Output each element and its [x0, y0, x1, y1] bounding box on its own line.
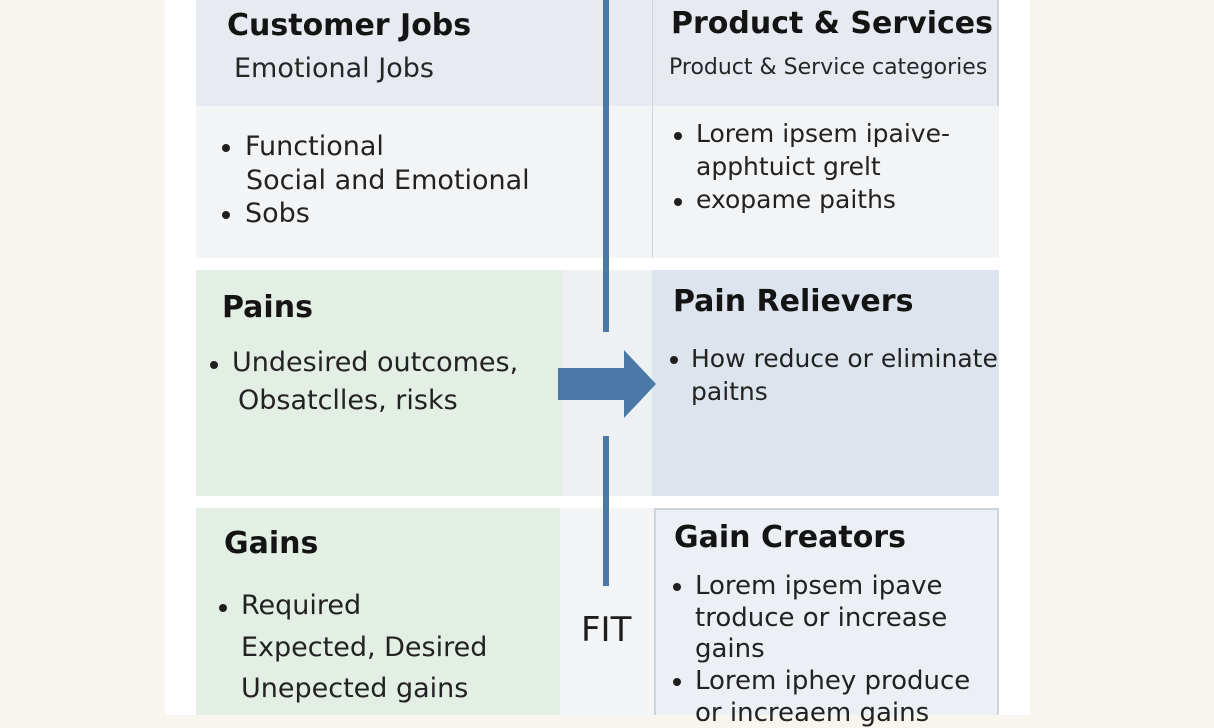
gains-item: Unepected gains — [241, 673, 469, 704]
gain-creators-title: Gain Creators — [674, 520, 906, 555]
pain-relievers-title: Pain Relievers — [673, 284, 914, 319]
pains-panel — [196, 270, 562, 496]
customer-jobs-item: Functional — [245, 131, 384, 162]
pains-item: Obsatclles, risks — [238, 385, 458, 416]
fit-label: FIT — [581, 610, 632, 650]
pains-title: Pains — [222, 290, 313, 325]
customer-jobs-item: Sobs — [245, 198, 310, 229]
pains-item: Undesired outcomes, — [232, 347, 519, 378]
gains-item: Required — [241, 590, 362, 621]
product-services-subtitle: Product & Service categories — [669, 55, 988, 80]
bullet-icon — [674, 198, 682, 206]
gain-creators-item: troduce or increase — [695, 603, 948, 633]
gains-title: Gains — [224, 526, 319, 561]
bullet-icon — [222, 144, 230, 152]
pain-relievers-item: How reduce or eliminate — [691, 344, 998, 373]
product-services-item: apphtuict grelt — [696, 152, 881, 181]
gains-panel — [196, 508, 560, 715]
product-services-item: Lorem ipsem ipaive- — [696, 119, 950, 148]
customer-jobs-subtitle: Emotional Jobs — [234, 53, 434, 84]
gain-creators-item: Lorem iphey produce — [695, 666, 971, 696]
pain-relievers-panel — [652, 270, 999, 496]
product-services-body — [652, 106, 999, 258]
bullet-icon — [673, 678, 681, 686]
customer-jobs-body — [196, 106, 652, 258]
bullet-icon — [210, 361, 218, 369]
customer-jobs-title: Customer Jobs — [227, 8, 472, 43]
gain-creators-item: Lorem ipsem ipave — [695, 571, 943, 601]
bullet-icon — [222, 211, 230, 219]
gain-creators-item: or increaem gains — [695, 698, 930, 728]
product-services-item: exopame paiths — [696, 185, 896, 214]
bullet-icon — [670, 356, 678, 364]
gains-item: Expected, Desired — [241, 632, 488, 663]
product-services-title: Product & Services — [671, 6, 993, 41]
bullet-icon — [673, 583, 681, 591]
customer-jobs-item: Social and Emotional — [246, 165, 530, 196]
fit-arrow-icon — [558, 350, 656, 418]
gain-creators-panel — [654, 508, 999, 715]
bottom-connector-line — [603, 436, 609, 586]
product-services-header — [652, 0, 999, 106]
bullet-icon — [219, 604, 227, 612]
top-connector-line — [603, 0, 609, 332]
customer-jobs-header — [196, 0, 652, 106]
pain-relievers-item: paitns — [691, 377, 768, 406]
gain-creators-item: gains — [695, 634, 765, 664]
bullet-icon — [674, 132, 682, 140]
